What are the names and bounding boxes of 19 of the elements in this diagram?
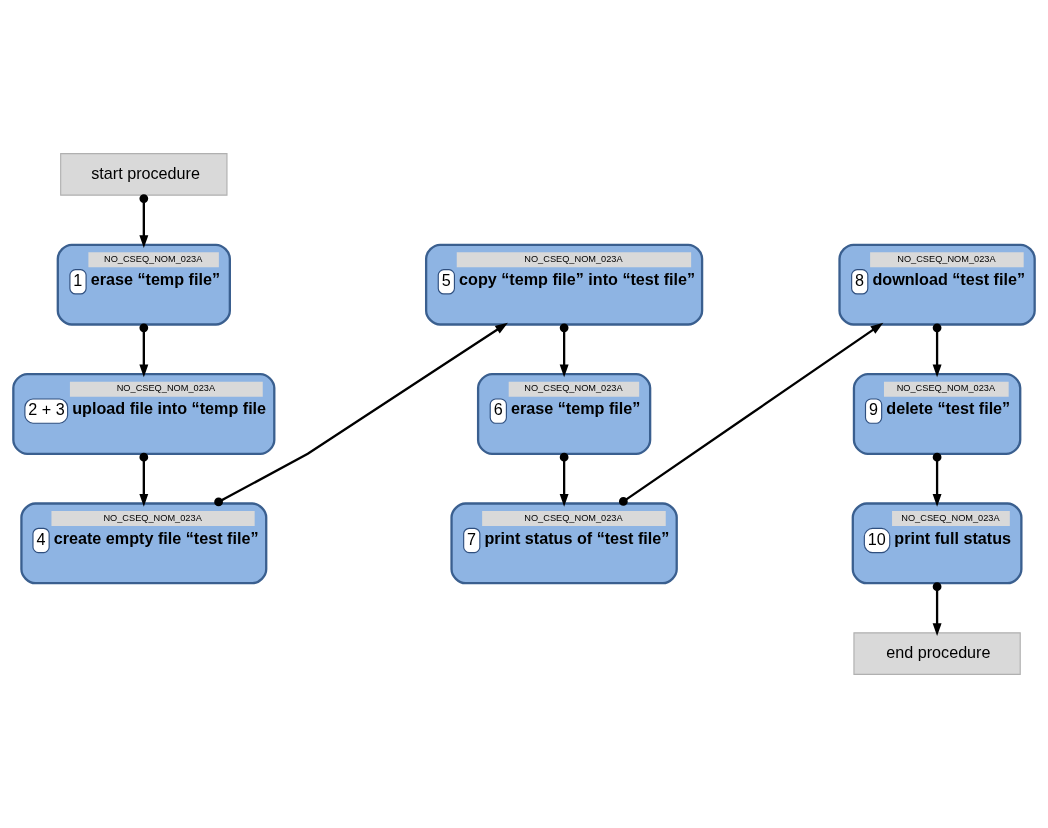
node-box: NO_CSEQ_NOM_023A 8 download “test file” bbox=[838, 243, 1036, 326]
node-box: NO_CSEQ_NOM_023A 2 + 3 upload file into “temp file bbox=[12, 373, 276, 455]
arrow bbox=[559, 452, 569, 507]
node-box: NO_CSEQ_NOM_023A 4 create empty file “test file” bbox=[20, 502, 268, 585]
arrow bbox=[139, 452, 149, 507]
arrow bbox=[559, 323, 569, 378]
arrow bbox=[932, 452, 942, 507]
arrow bbox=[932, 323, 942, 378]
node-box: end procedure bbox=[853, 632, 1021, 675]
arrow bbox=[932, 582, 942, 637]
arrow bbox=[139, 323, 149, 378]
node-box: NO_CSEQ_NOM_023A 1 erase “temp file” bbox=[56, 243, 231, 326]
node-box: NO_CSEQ_NOM_023A 5 copy “temp file” into “test file” bbox=[425, 243, 704, 326]
node-box: NO_CSEQ_NOM_023A 6 erase “temp file” bbox=[476, 373, 652, 455]
node-box: NO_CSEQ_NOM_023A 9 delete “test file” bbox=[852, 373, 1022, 455]
node-box: NO_CSEQ_NOM_023A 10 print full status bbox=[851, 502, 1023, 585]
node-box: start procedure bbox=[60, 153, 228, 196]
arrow bbox=[139, 194, 149, 249]
node-box: NO_CSEQ_NOM_023A 7 print status of “test file” bbox=[450, 502, 678, 585]
